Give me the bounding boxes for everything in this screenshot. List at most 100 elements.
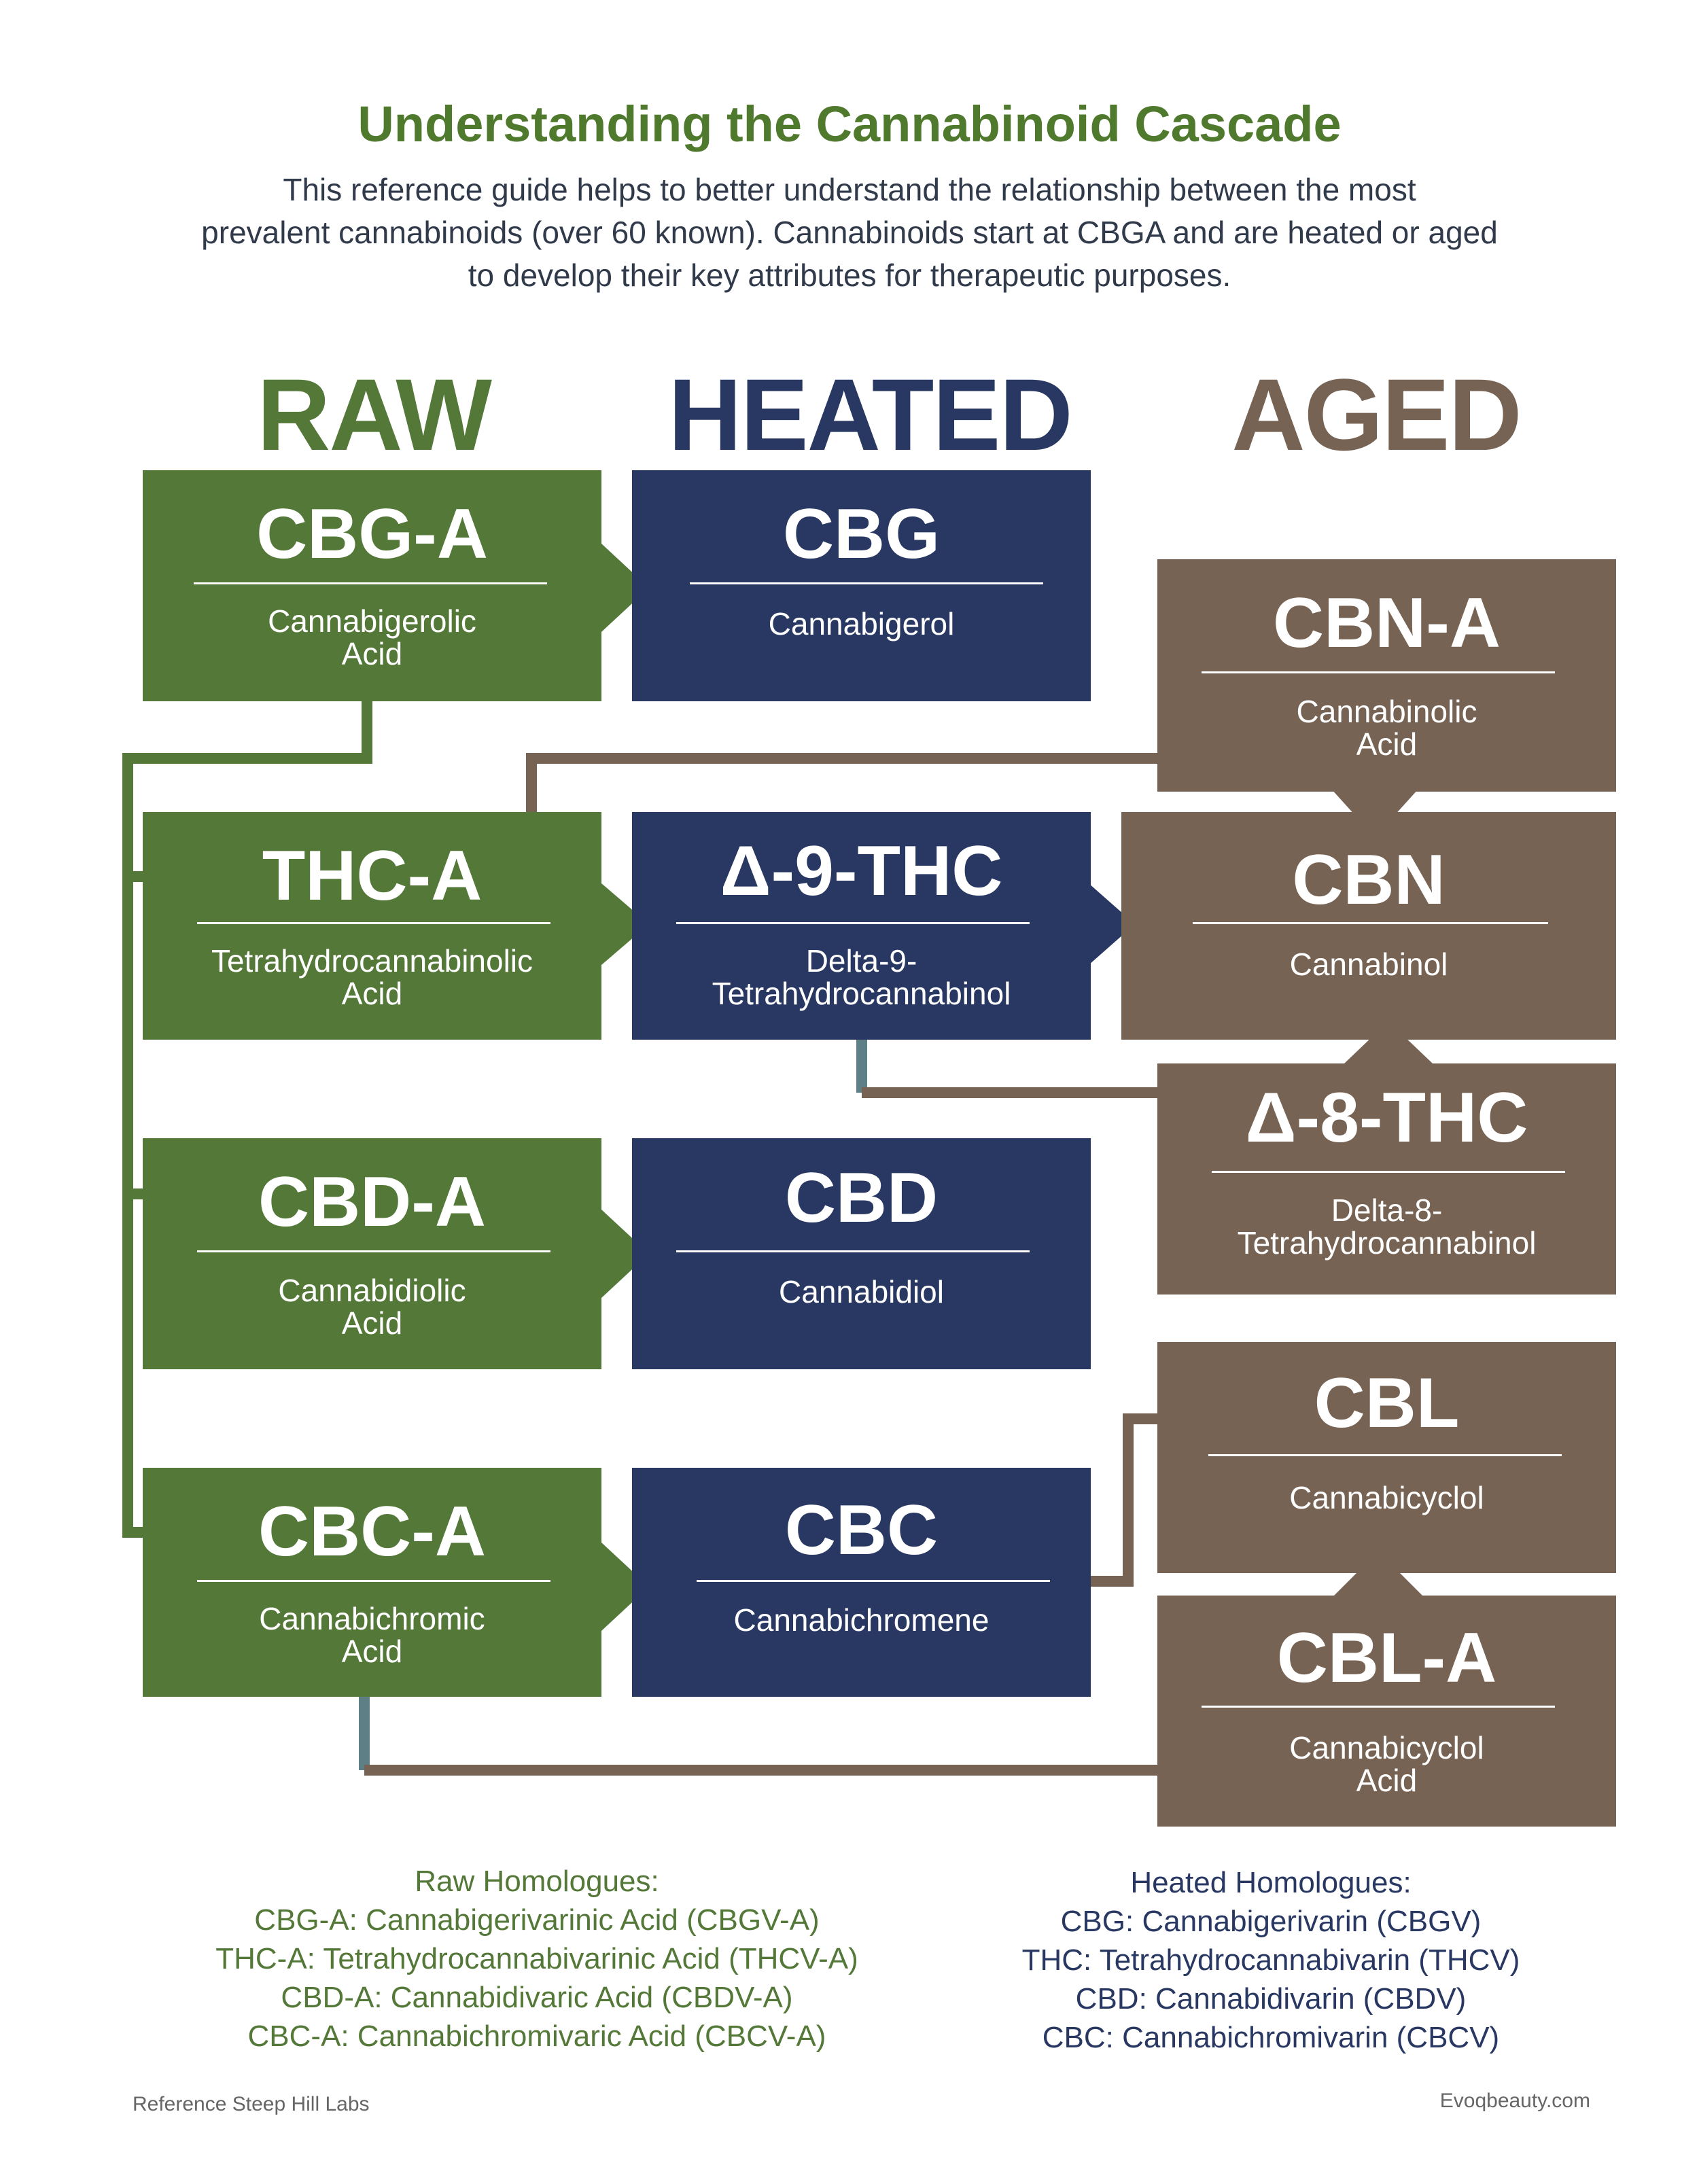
node-full-name: Cannabidiol	[632, 1275, 1091, 1308]
node-full-name: Cannabigerolic Acid	[143, 605, 601, 670]
node-cbg: CBG Cannabigerol	[632, 470, 1091, 701]
node-full-name: Cannabinol	[1121, 948, 1616, 981]
arrow-d8thc-to-cbn	[1344, 1021, 1433, 1063]
node-divider	[1202, 1706, 1555, 1708]
node-full-name: Delta-8- Tetrahydrocannabinol	[1157, 1194, 1616, 1259]
node-abbr: CBL-A	[1276, 1619, 1497, 1697]
node-abbr: CBG	[782, 495, 941, 574]
node-abbr: Δ-8-THC	[1245, 1078, 1528, 1157]
node-full-name: Cannabicyclol Acid	[1157, 1731, 1616, 1797]
column-heading-raw: RAW	[257, 357, 492, 472]
node-name-line: Acid	[1356, 726, 1418, 762]
node-abbr: CBD-A	[258, 1163, 487, 1241]
page-title: Understanding the Cannabinoid Cascade	[357, 96, 1342, 152]
node-abbr: CBC	[784, 1491, 939, 1570]
node-name-line: Acid	[341, 976, 403, 1011]
node-thca: THC-A Tetrahydrocannabinolic Acid	[143, 812, 601, 1040]
node-abbr: CBC-A	[258, 1492, 487, 1571]
node-divider	[690, 582, 1043, 584]
node-cbca: CBC-A Cannabichromic Acid	[143, 1468, 601, 1697]
arrow-cbda-to-cbd	[601, 1210, 649, 1298]
node-name-line: Acid	[341, 1634, 403, 1669]
node-divider	[197, 1580, 550, 1582]
node-cbc: CBC Cannabichromene	[632, 1468, 1091, 1697]
node-divider	[1212, 1171, 1565, 1173]
homologue-item: CBD-A: Cannabidivaric Acid (CBDV-A)	[281, 1981, 793, 2014]
node-abbr: CBN	[1292, 841, 1446, 919]
node-name-line: Cannabicyclol	[1289, 1480, 1484, 1515]
node-full-name: Cannabinolic Acid	[1157, 695, 1616, 760]
node-abbr: CBD	[784, 1159, 939, 1237]
node-cbda: CBD-A Cannabidiolic Acid	[143, 1138, 601, 1369]
node-name-line: Cannabigerolic	[268, 603, 476, 639]
node-name-line: Cannabidiolic	[278, 1273, 466, 1308]
homologue-item: THC: Tetrahydrocannabivarin (THCV)	[1021, 1943, 1520, 1977]
node-d9thc: Δ-9-THC Delta-9- Tetrahydrocannabinol	[632, 812, 1091, 1040]
raw-homologues: Raw Homologues: CBG-A: Cannabigerivarini…	[143, 1862, 931, 2056]
thca-to-cbna-connector	[526, 753, 1157, 812]
node-divider	[194, 582, 547, 584]
node-full-name: Tetrahydrocannabinolic Acid	[143, 945, 601, 1010]
column-heading-aged: AGED	[1231, 357, 1522, 472]
cbc-to-cbl-connector	[1090, 1413, 1157, 1587]
node-name-line: Tetrahydrocannabinolic	[211, 943, 533, 979]
node-divider	[676, 1250, 1030, 1252]
node-full-name: Delta-9- Tetrahydrocannabinol	[632, 945, 1091, 1010]
raw-spine-connector	[122, 697, 372, 1538]
arrow-d9thc-to-cbn	[1089, 883, 1135, 965]
node-name-line: Cannabinolic	[1296, 694, 1477, 729]
node-full-name: Cannabichromene	[632, 1604, 1091, 1636]
node-cbga: CBG-A Cannabigerolic Acid	[143, 470, 601, 701]
node-name-line: Cannabicyclol	[1289, 1730, 1484, 1765]
node-name-line: Acid	[1356, 1763, 1418, 1798]
arrow-cbga-to-cbg	[601, 544, 649, 632]
intro-text: This reference guide helps to better und…	[136, 169, 1563, 297]
homologues-heading: Raw Homologues:	[415, 1865, 659, 1898]
node-abbr: CBG-A	[256, 495, 488, 574]
intro-line: prevalent cannabinoids (over 60 known). …	[201, 215, 1498, 250]
node-name-line: Acid	[341, 1305, 403, 1341]
column-heading-heated: HEATED	[668, 357, 1073, 472]
homologue-item: CBC-A: Cannabichromivaric Acid (CBCV-A)	[247, 2020, 826, 2053]
node-abbr: CBL	[1314, 1364, 1460, 1443]
homologues-heading: Heated Homologues:	[1130, 1866, 1412, 1899]
arrow-thca-to-d9thc	[601, 883, 649, 965]
node-name-line: Delta-8-	[1331, 1193, 1443, 1228]
node-divider	[1208, 1454, 1562, 1456]
node-abbr: THC-A	[262, 836, 483, 915]
homologue-item: THC-A: Tetrahydrocannabivarinic Acid (TH…	[215, 1942, 858, 1975]
node-abbr: CBN-A	[1272, 584, 1501, 663]
intro-line: This reference guide helps to better und…	[283, 172, 1416, 207]
footer-site: Evoqbeauty.com	[1439, 2090, 1590, 2112]
footer-reference: Reference Steep Hill Labs	[133, 2093, 370, 2115]
arrow-cbca-to-cbc	[601, 1543, 649, 1631]
node-full-name: Cannabicyclol	[1157, 1481, 1616, 1514]
homologue-item: CBC: Cannabichromivarin (CBCV)	[1042, 2021, 1500, 2054]
node-d8thc: Δ-8-THC Delta-8- Tetrahydrocannabinol	[1157, 1063, 1616, 1294]
homologue-item: CBG: Cannabigerivarin (CBGV)	[1060, 1905, 1482, 1938]
node-divider	[1193, 922, 1548, 924]
node-name-line: Cannabichromic	[259, 1601, 485, 1636]
node-divider	[676, 922, 1030, 924]
node-divider	[697, 1580, 1050, 1582]
node-cbl: CBL Cannabicyclol	[1157, 1342, 1616, 1573]
node-full-name: Cannabidiolic Acid	[143, 1274, 601, 1339]
node-name-line: Cannabichromene	[733, 1602, 989, 1638]
node-full-name: Cannabigerol	[632, 607, 1091, 640]
node-name-line: Cannabinol	[1289, 947, 1448, 982]
node-cbla: CBL-A Cannabicyclol Acid	[1157, 1596, 1616, 1827]
node-cbna: CBN-A Cannabinolic Acid	[1157, 559, 1616, 792]
node-abbr: Δ-9-THC	[720, 832, 1003, 911]
node-cbd: CBD Cannabidiol	[632, 1138, 1091, 1369]
homologue-item: CBG-A: Cannabigerivarinic Acid (CBGV-A)	[254, 1903, 820, 1937]
node-name-line: Cannabidiol	[779, 1274, 944, 1309]
node-name-line: Tetrahydrocannabinol	[712, 976, 1011, 1011]
node-name-line: Cannabigerol	[768, 606, 955, 641]
node-name-line: Acid	[341, 636, 403, 671]
node-name-line: Delta-9-	[805, 943, 917, 979]
node-name-line: Tetrahydrocannabinol	[1237, 1225, 1537, 1261]
node-divider	[197, 1250, 550, 1252]
intro-line: to develop their key attributes for ther…	[468, 258, 1231, 293]
node-divider	[1202, 671, 1555, 673]
heated-homologues: Heated Homologues: CBG: Cannabigerivarin…	[931, 1863, 1611, 2057]
